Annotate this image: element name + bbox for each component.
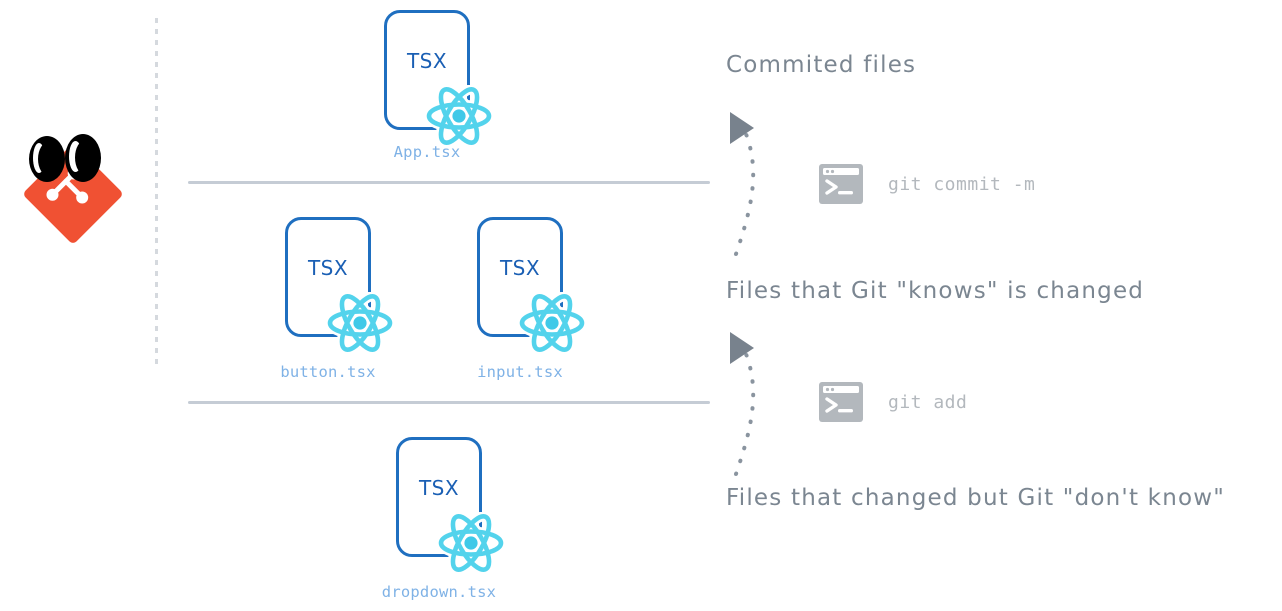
file-name-label: input.tsx (477, 363, 563, 381)
file-card-body: TSX (477, 217, 586, 354)
vertical-dotted-guide (155, 18, 158, 366)
file-card-dropdown[interactable]: TSX dropdown.tsx (382, 437, 505, 601)
divider-staged-modified (188, 401, 710, 404)
dotted-curved-arrow-icon (730, 332, 756, 476)
terminal-icon (819, 382, 863, 422)
tsx-badge: TSX (307, 256, 349, 280)
command-label: git commit -m (888, 173, 1036, 195)
file-card-body: TSX (384, 10, 493, 147)
heading-staged: Files that Git "knows" is changed (726, 278, 1145, 304)
git-eye-right (65, 134, 101, 182)
file-card-body: TSX (396, 437, 505, 574)
command-git-add[interactable]: git add (819, 382, 967, 422)
react-logo-icon (437, 512, 505, 574)
git-eye-left (29, 136, 65, 182)
react-logo-icon (518, 292, 586, 354)
heading-modified: Files that changed but Git "don't know" (726, 485, 1226, 511)
terminal-icon (819, 164, 863, 204)
tsx-badge: TSX (499, 256, 541, 280)
file-card-input[interactable]: TSX input.tsx (472, 217, 586, 381)
divider-committed-staged (188, 181, 710, 184)
file-name-label: button.tsx (280, 363, 376, 381)
dotted-curved-arrow-icon (730, 112, 756, 256)
heading-committed: Commited files (726, 52, 917, 78)
file-name-label: dropdown.tsx (381, 583, 497, 601)
command-git-commit[interactable]: git commit -m (819, 164, 1035, 204)
git-logo (22, 134, 136, 248)
react-logo-icon (326, 292, 394, 354)
file-name-label: App.tsx (393, 143, 461, 161)
file-card-app[interactable]: TSX App.tsx (379, 10, 493, 161)
file-card-body: TSX (285, 217, 394, 354)
command-label: git add (888, 391, 968, 413)
react-logo-icon (425, 85, 493, 147)
git-eye-left-pupil (38, 142, 59, 176)
file-card-button[interactable]: TSX button.tsx (280, 217, 394, 381)
tsx-badge: TSX (406, 49, 448, 73)
tsx-badge: TSX (418, 476, 460, 500)
git-eye-right-pupil (75, 140, 96, 175)
